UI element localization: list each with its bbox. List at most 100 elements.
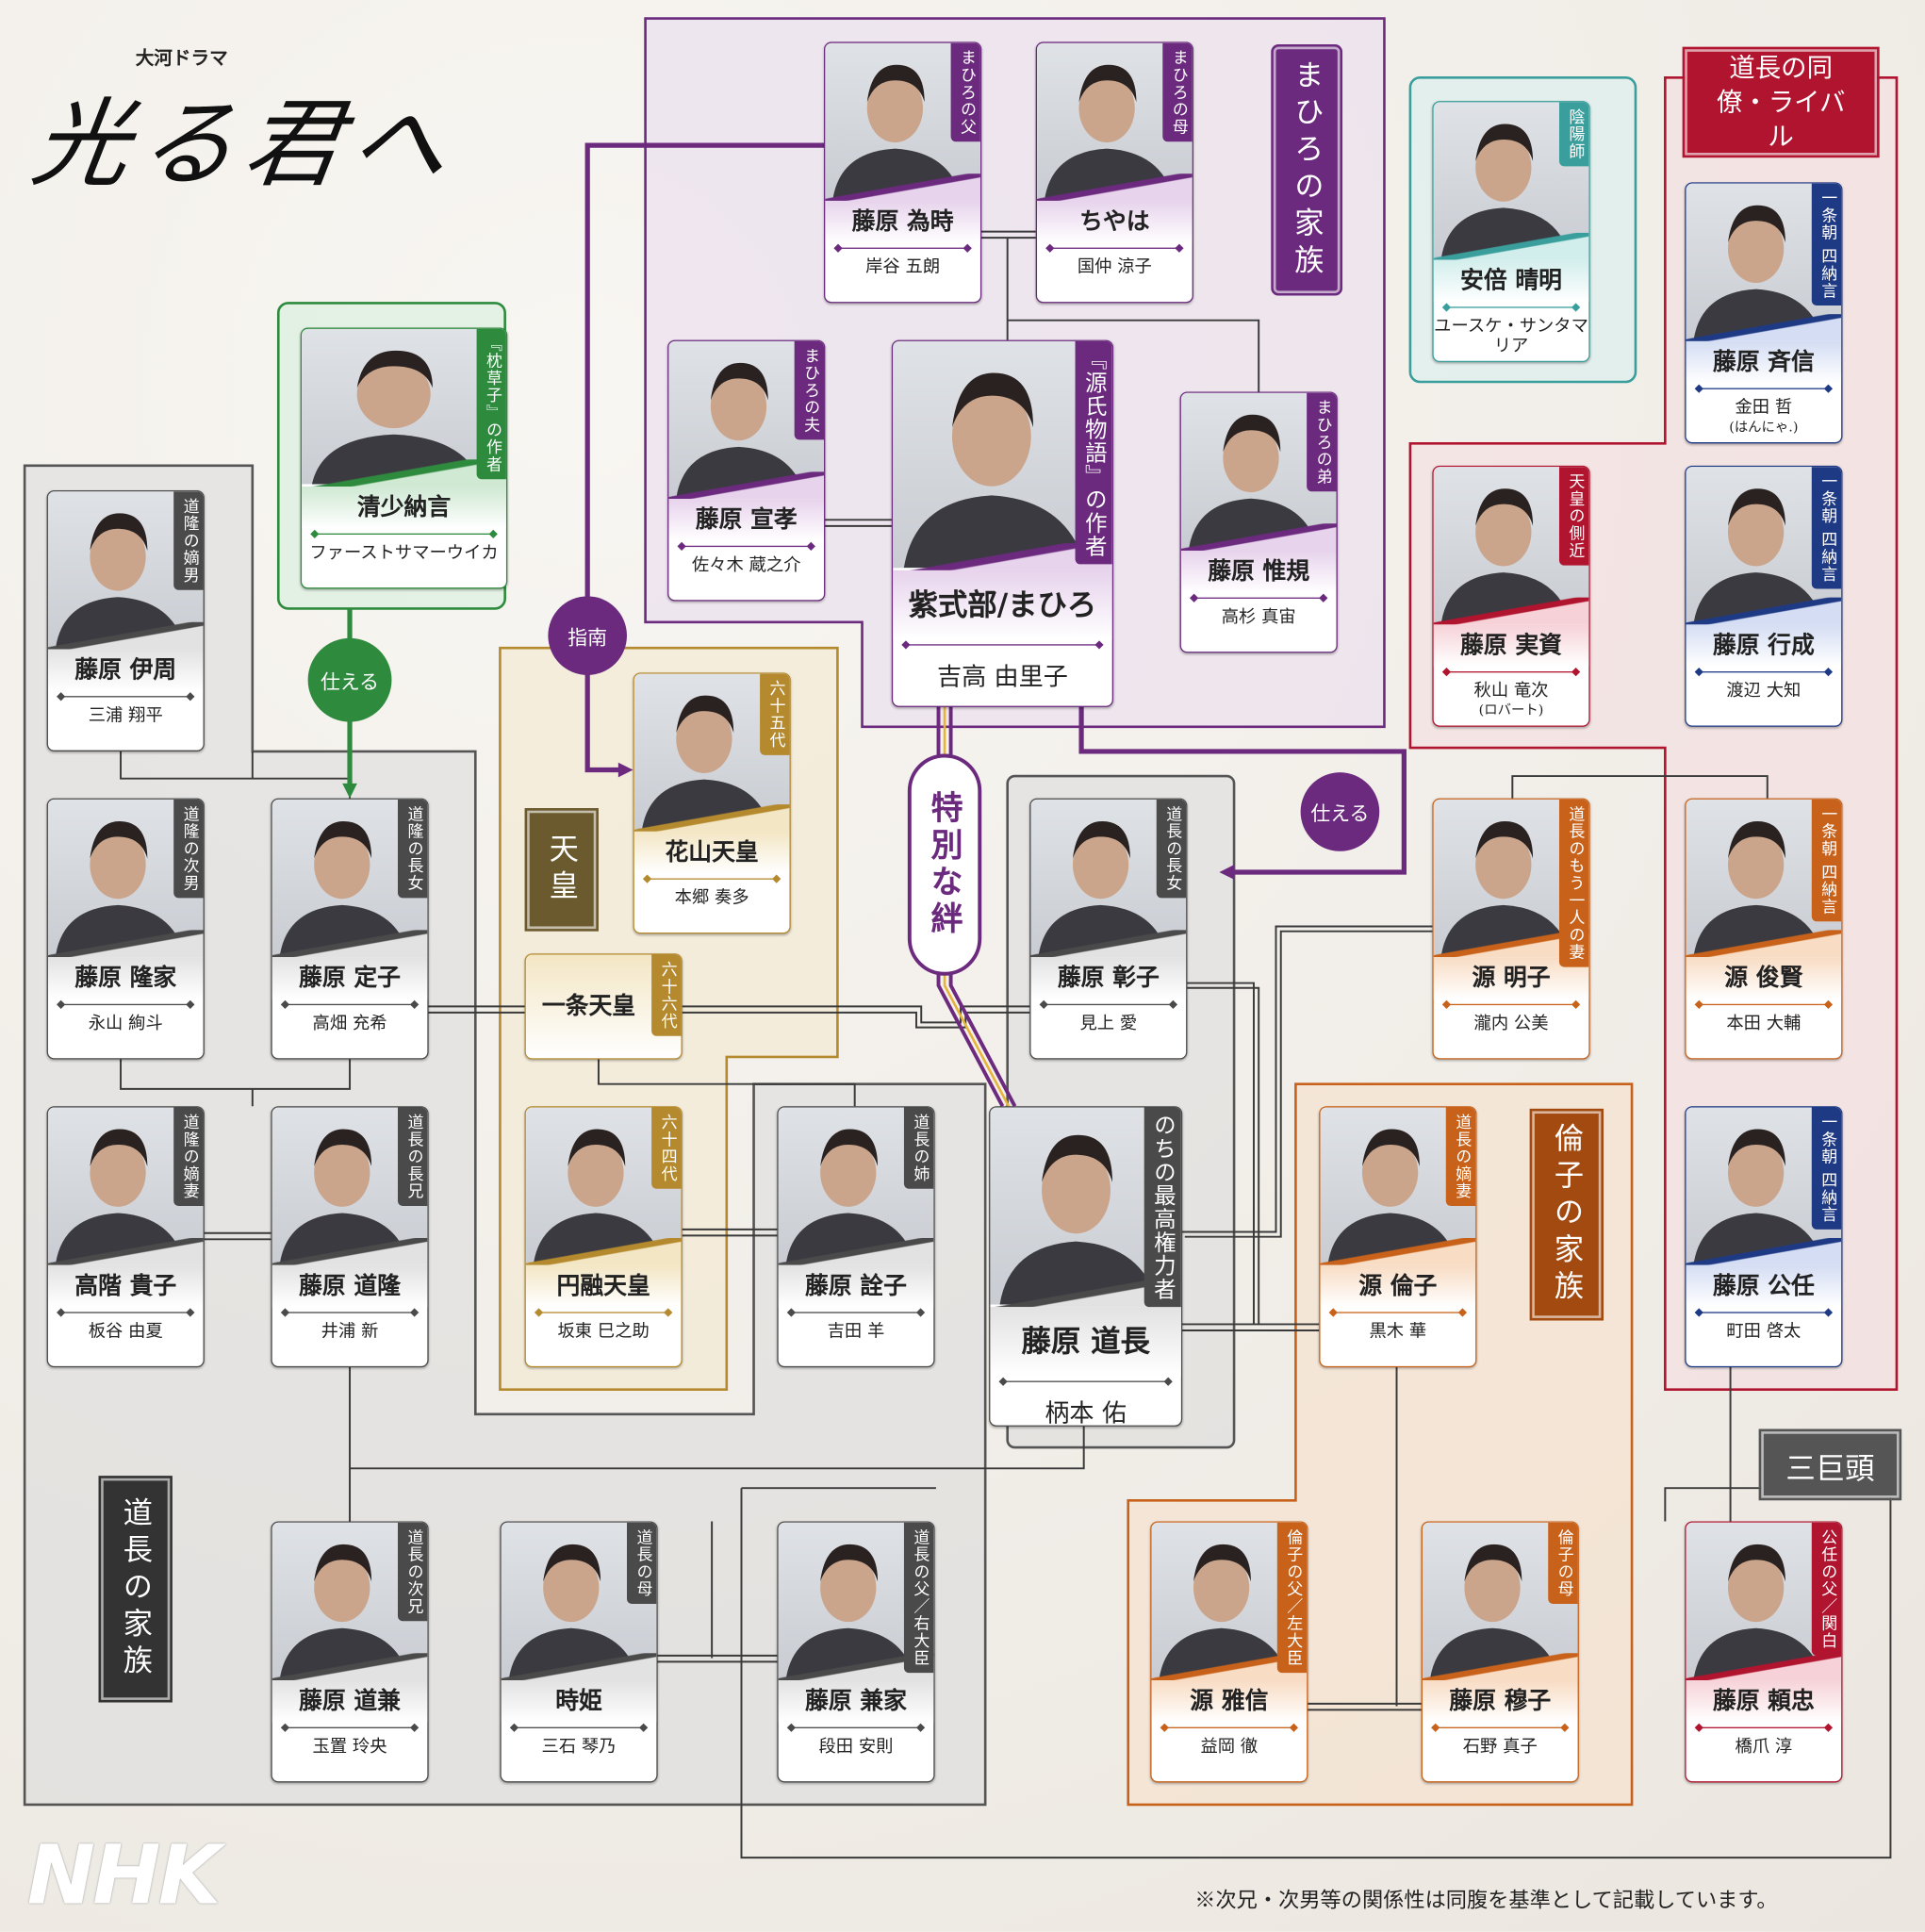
card-swoosh: [271, 1237, 428, 1265]
divider: [1432, 1726, 1569, 1728]
actor-name: 町田 啓太: [1686, 1322, 1842, 1342]
tsukaeru-line-purple: [1078, 704, 1407, 875]
divider: [1160, 1726, 1297, 1728]
character-name: 時姫: [555, 1687, 602, 1715]
name-band: 源 俊賢: [1686, 957, 1842, 999]
logo-title: 光る君へ: [25, 90, 466, 201]
character-name: 藤原 彰子: [1057, 964, 1160, 992]
role-tag: 『源氏物語』の作者: [1075, 340, 1112, 565]
character-name: 源 俊賢: [1724, 964, 1803, 992]
portrait-photo: [302, 328, 506, 485]
role-tag: 道長のもう一人の妻: [1558, 799, 1589, 967]
actor-name-text: 玉置 玲央: [312, 1737, 387, 1758]
card-swoosh: [271, 930, 428, 958]
actor-name-text: 益岡 徹: [1200, 1737, 1259, 1758]
actor-name: ユースケ・サンタマリア: [1434, 317, 1589, 356]
divider: [644, 878, 780, 880]
card-swoosh: [633, 804, 790, 832]
character-name: 藤原 惟規: [1208, 557, 1310, 586]
actor-name: 本田 大輔: [1686, 1014, 1842, 1033]
relation-shinan-badge: 指南: [548, 596, 627, 675]
actor-name: 吉高 由里子: [893, 662, 1112, 691]
card-swoosh: [1433, 597, 1589, 625]
card-swoosh: [47, 621, 204, 650]
character-name: 源 雅信: [1190, 1687, 1269, 1715]
name-band: ちやは: [1037, 200, 1193, 243]
card-swoosh: [1686, 1237, 1842, 1265]
actor-name-text: 柄本 佑: [1045, 1397, 1127, 1427]
divider: [1695, 1726, 1832, 1728]
card-swoosh: [1180, 523, 1337, 551]
character-name: 安倍 晴明: [1460, 267, 1562, 295]
actor-name-text: 岸谷 五朗: [865, 257, 941, 277]
actor-name-text: 石野 真子: [1462, 1737, 1538, 1758]
name-band: 藤原 隆家: [47, 957, 204, 999]
character-card-源明子: 源 明子瀧内 公美道長のもう一人の妻: [1432, 798, 1590, 1060]
card-swoosh: [501, 1653, 657, 1681]
name-band: 藤原 穆子: [1422, 1680, 1578, 1723]
actor-name: 板谷 由夏: [48, 1322, 204, 1342]
character-card-高階貴子: 高階 貴子板谷 由夏道隆の嫡妻: [46, 1106, 205, 1368]
divider: [1443, 306, 1579, 308]
character-card-藤原斉信: 藤原 斉信金田 哲(はんにゃ.)一条朝 四納言: [1685, 182, 1843, 444]
divider: [788, 1726, 924, 1728]
divider: [1443, 671, 1579, 673]
actor-name-text: 板谷 由夏: [88, 1321, 163, 1342]
actor-name: 橋爪 淳: [1686, 1737, 1842, 1757]
role-tag: 『枕草子』の作者: [476, 328, 506, 480]
character-card-源俊賢: 源 俊賢本田 大輔一条朝 四納言: [1685, 798, 1843, 1060]
character-name: 藤原 為時: [851, 207, 954, 236]
role-tag: まひろの弟: [1307, 392, 1337, 492]
character-card-安倍晴明: 安倍 晴明ユースケ・サンタマリア陰陽師: [1432, 101, 1590, 363]
character-name: 藤原 隆家: [74, 964, 177, 992]
divider: [1695, 671, 1832, 673]
divider: [902, 644, 1103, 646]
actor-name: 岸谷 五朗: [825, 257, 980, 277]
card-swoosh: [1422, 1653, 1578, 1681]
card-swoosh: [1686, 314, 1842, 341]
character-card-円融天皇: 円融天皇坂東 巳之助六十四代: [524, 1106, 683, 1368]
character-card-藤原道隆: 藤原 道隆井浦 新 道長の長兄: [271, 1106, 429, 1368]
role-tag: 道長の次兄: [397, 1522, 428, 1622]
name-band: 藤原 実資: [1433, 624, 1589, 667]
role-tag: 公任の父／関白: [1811, 1522, 1842, 1656]
character-name: 藤原 道隆: [299, 1272, 402, 1300]
divider: [58, 1312, 194, 1313]
divider: [1695, 1003, 1832, 1006]
character-card-藤原惟規: 藤原 惟規高杉 真宙 まひろの弟: [1179, 391, 1338, 653]
actor-name-text: 高杉 真宙: [1221, 607, 1296, 627]
name-band: 花山天皇: [633, 831, 790, 874]
role-tag: 天皇の側近: [1558, 467, 1589, 566]
card-swoosh: [47, 1237, 204, 1265]
card-swoosh: [525, 1237, 682, 1265]
character-card-藤原伊周: 藤原 伊周三浦 翔平道隆の嫡男: [46, 489, 205, 751]
actor-name-text: 黒木 華: [1369, 1321, 1427, 1342]
name-band: 高階 貴子: [47, 1264, 204, 1308]
divider: [511, 1726, 647, 1728]
actor-name: 三石 琴乃: [502, 1737, 657, 1757]
card-swoosh: [778, 1237, 934, 1265]
divider: [1329, 1312, 1466, 1313]
actor-name: 坂東 巳之助: [526, 1322, 682, 1342]
actor-name: 井浦 新: [272, 1322, 428, 1342]
character-card-ちやは: ちやは国仲 涼子まひろの母: [1035, 41, 1193, 304]
name-band: 源 倫子: [1320, 1264, 1476, 1308]
actor-name-text: 三浦 翔平: [88, 705, 163, 726]
role-tag: 道長の長兄: [397, 1107, 428, 1207]
divider: [1695, 388, 1832, 389]
card-swoosh: [271, 1653, 428, 1681]
relation-special-bond-badge: 特別な絆: [907, 753, 982, 976]
card-swoosh: [1686, 597, 1842, 625]
role-tag: 倫子の母: [1548, 1522, 1578, 1605]
character-name: 花山天皇: [665, 838, 759, 867]
divider: [834, 247, 971, 249]
name-band: 藤原 詮子: [778, 1264, 934, 1308]
actor-name-text: 段田 安則: [818, 1737, 894, 1758]
name-band: 源 明子: [1433, 957, 1589, 999]
actor-name-text: 町田 啓太: [1726, 1321, 1802, 1342]
divider: [58, 1003, 194, 1006]
character-card-清少納言: 清少納言ファーストサマーウイカ『枕草子』の作者: [300, 327, 508, 589]
name-band: 藤原 為時: [825, 200, 980, 243]
divider: [311, 533, 497, 536]
character-card-藤原道兼: 藤原 道兼玉置 玲央道長の次兄: [271, 1521, 429, 1783]
